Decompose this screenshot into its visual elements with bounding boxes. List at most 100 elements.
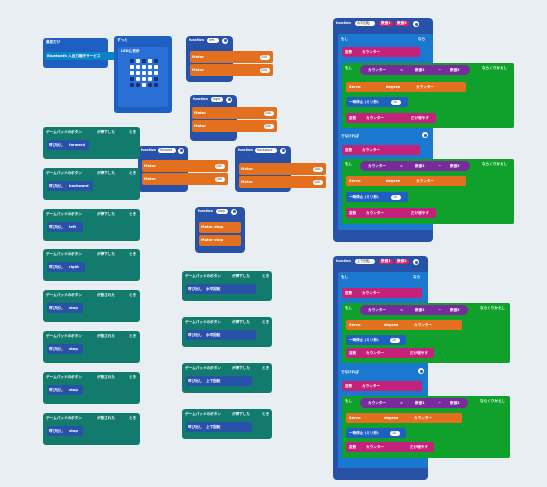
led-cell[interactable] (142, 71, 146, 75)
pause-2[interactable]: 一時停止 (ミリ秒) 10 (346, 192, 408, 202)
backward-motor-1-speed[interactable]: 100 (313, 166, 323, 172)
led-cell[interactable] (148, 77, 152, 81)
servo-4[interactable]: Servo degree カウンター (346, 413, 462, 423)
function-vertical-add-icon[interactable] (413, 259, 419, 265)
pause-3-value[interactable]: 10 (390, 337, 400, 343)
backward-motor-1[interactable]: Motor 100 (239, 163, 326, 175)
led-cell[interactable] (142, 83, 146, 87)
while-3-condition[interactable]: カウンター < 数値1 − 数値2 (360, 305, 468, 315)
left-motor-2-speed[interactable]: 250 (260, 67, 270, 73)
forever-block[interactable]: ずっと LEDに表示 (114, 36, 172, 113)
gamepad-event-6[interactable]: ゲームパッドのボタン が放された とき 呼び出し stop (43, 331, 140, 363)
change-counter-3[interactable]: 変数 カウンター だけ増やす (346, 348, 434, 358)
forward-motor-1-speed[interactable]: 100 (215, 163, 225, 169)
gamepad-event-11[interactable]: ゲームパッドのボタン が押下した とき 呼び出し 上下回転 (182, 363, 272, 393)
right-motor-2[interactable]: Motor 250 (192, 120, 277, 132)
led-grid[interactable] (130, 59, 160, 89)
led-cell[interactable] (148, 65, 152, 69)
call-forward-1[interactable]: 呼び出し forward (47, 140, 89, 150)
led-cell[interactable] (154, 65, 158, 69)
led-cell[interactable] (136, 77, 140, 81)
led-cell[interactable] (148, 71, 152, 75)
gamepad-event-5[interactable]: ゲームパッドのボタン が放された とき 呼び出し stop (43, 290, 140, 322)
set-counter-1[interactable]: 変数 カウンター (342, 47, 420, 57)
left-motor-2[interactable]: Motor 250 (190, 64, 273, 76)
led-cell[interactable] (154, 77, 158, 81)
gamepad-event-9[interactable]: ゲームパッドのボタン が押下した とき 呼び出し 水平回転 (182, 271, 272, 301)
call-stop-3[interactable]: 呼び出し stop (47, 385, 83, 395)
function-stop-name[interactable]: stop (216, 209, 228, 214)
function-right-add-icon[interactable] (226, 96, 232, 103)
show-leds-block[interactable]: LEDに表示 (118, 47, 168, 107)
pause-4[interactable]: 一時停止 (ミリ秒) 10 (346, 428, 406, 438)
servo-2[interactable]: Servo degree カウンター (346, 176, 466, 186)
function-backward-name[interactable]: backward (255, 148, 277, 153)
function-left-name[interactable]: left (207, 38, 219, 43)
function-left-add-icon[interactable] (222, 37, 228, 44)
led-cell[interactable] (136, 59, 140, 63)
function-forward-name[interactable]: forward (158, 148, 176, 153)
led-cell[interactable] (154, 71, 158, 75)
gamepad-event-3[interactable]: ゲームパッドのボタン が押下した とき 呼び出し left (43, 209, 140, 241)
function-forward-add-icon[interactable] (178, 147, 184, 154)
stop-motor-1[interactable]: Motor stop (199, 222, 241, 233)
servo-1[interactable]: Servo degree カウンター (346, 82, 466, 92)
function-right-name[interactable]: right (211, 97, 223, 102)
left-motor-1[interactable]: Motor 250 (190, 51, 273, 63)
led-cell[interactable] (142, 77, 146, 81)
call-right[interactable]: 呼び出し right (47, 262, 85, 272)
gamepad-event-2[interactable]: ゲームパッドのボタン が押下した とき 呼び出し backward (43, 168, 140, 200)
led-cell[interactable] (148, 59, 152, 63)
while-1-condition[interactable]: カウンター < 数値1 − 数値2 (360, 65, 470, 75)
pause-2-value[interactable]: 10 (391, 194, 401, 200)
led-cell[interactable] (130, 65, 134, 69)
call-vertical-2[interactable]: 呼び出し 上下回転 (186, 422, 252, 432)
call-backward[interactable]: 呼び出し backward (47, 181, 93, 191)
while-4-condition[interactable]: カウンター > 数値1 − 数値2 (360, 398, 468, 408)
change-counter-2[interactable]: 変数 カウンター だけ増やす (346, 208, 436, 218)
gamepad-event-12[interactable]: ゲームパッドのボタン が押下した とき 呼び出し 上下回転 (182, 409, 272, 439)
pause-1[interactable]: 一時停止 (ミリ秒) 10 (346, 97, 408, 107)
led-cell[interactable] (136, 71, 140, 75)
led-cell[interactable] (142, 59, 146, 63)
change-counter-4[interactable]: 変数 カウンター だけ増やす (346, 442, 434, 452)
backward-motor-2-speed[interactable]: 100 (313, 179, 323, 185)
gamepad-event-4[interactable]: ゲームパッドのボタン が押下した とき 呼び出し right (43, 249, 140, 281)
led-cell[interactable] (154, 59, 158, 63)
gamepad-event-10[interactable]: ゲームパッドのボタン が押下した とき 呼び出し 水平回転 (182, 317, 272, 347)
if-block-2-remove-icon[interactable] (418, 368, 424, 374)
call-horizon-1[interactable]: 呼び出し 水平回転 (186, 284, 256, 294)
servo-3[interactable]: Servo degree カウンター (346, 320, 462, 330)
left-motor-1-speed[interactable]: 250 (260, 54, 270, 60)
call-left[interactable]: 呼び出し left (47, 222, 83, 232)
right-motor-1-speed[interactable]: 250 (264, 110, 274, 116)
function-horizon-add-icon[interactable] (413, 21, 419, 27)
gamepad-event-8[interactable]: ゲームパッドのボタン が放された とき 呼び出し stop (43, 413, 140, 445)
stop-motor-2[interactable]: Motor stop (199, 235, 241, 246)
led-cell[interactable] (130, 83, 134, 87)
led-cell[interactable] (148, 83, 152, 87)
led-cell[interactable] (130, 77, 134, 81)
pause-3[interactable]: 一時停止 (ミリ秒) 10 (346, 335, 406, 345)
on-start-block[interactable]: 最初だけ Bluetooth 入出力端子サービス (43, 38, 115, 68)
if-block-1-remove-icon[interactable] (422, 132, 428, 138)
set-counter-3[interactable]: 変数 カウンター (342, 288, 422, 298)
set-counter-4[interactable]: 変数 カウンター (342, 381, 422, 391)
right-motor-1[interactable]: Motor 250 (192, 107, 277, 119)
function-backward-add-icon[interactable] (280, 147, 286, 154)
led-cell[interactable] (136, 65, 140, 69)
gamepad-event-1[interactable]: ゲームパッドのボタン が押下した とき 呼び出し forward (43, 127, 140, 159)
call-stop-1[interactable]: 呼び出し stop (47, 303, 83, 313)
forward-motor-2-speed[interactable]: 100 (215, 176, 225, 182)
led-cell[interactable] (142, 65, 146, 69)
change-counter-1[interactable]: 変数 カウンター だけ増やす (346, 113, 436, 123)
pause-1-value[interactable]: 10 (391, 99, 401, 105)
forward-motor-2[interactable]: Motor 100 (142, 173, 228, 185)
call-vertical-1[interactable]: 呼び出し 上下回転 (186, 376, 252, 386)
right-motor-2-speed[interactable]: 250 (264, 123, 274, 129)
bluetooth-service-block[interactable]: Bluetooth 入出力端子サービス (45, 52, 115, 60)
led-cell[interactable] (154, 83, 158, 87)
function-vertical-name[interactable]: 上下回転 (355, 258, 375, 264)
gamepad-event-7[interactable]: ゲームパッドのボタン が放された とき 呼び出し stop (43, 372, 140, 404)
